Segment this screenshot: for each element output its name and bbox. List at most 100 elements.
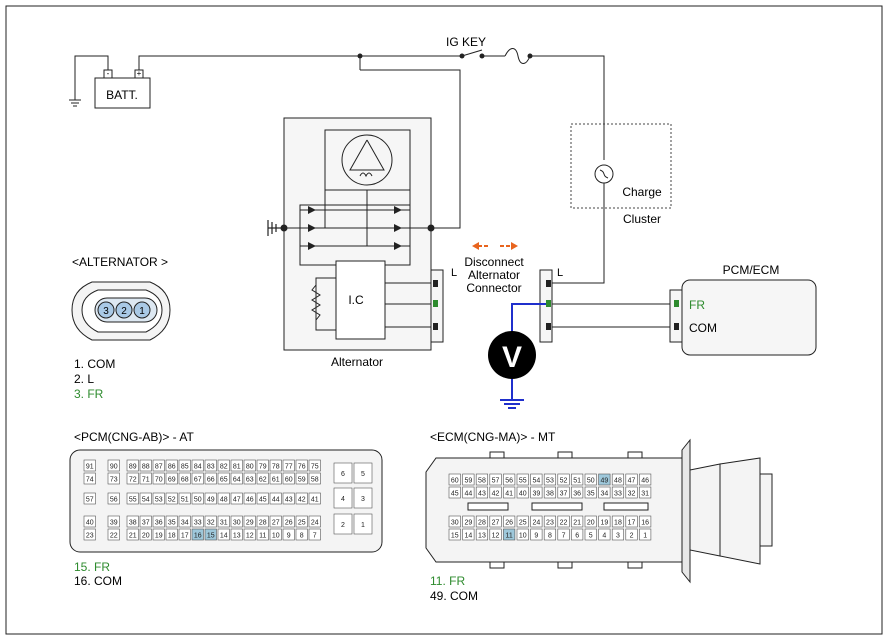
- pcm-pin-cell: [178, 472, 191, 485]
- ecm-pin-cell: [489, 473, 502, 486]
- pcm-pin-label: 60: [285, 477, 293, 484]
- rotor-coil: [359, 172, 373, 178]
- pcm-pin-label: 39: [110, 520, 118, 527]
- battery-body: [94, 77, 151, 109]
- pcm-pin-cell: [152, 515, 165, 528]
- alternator-pin: [133, 301, 151, 319]
- pcm-pin-cell: [282, 472, 295, 485]
- ecm-latch-6: [627, 561, 643, 569]
- pcm-side-pin-label: 6: [341, 471, 345, 478]
- pcm-pin-cell: [107, 515, 120, 528]
- ecm-pin-label: 49: [600, 478, 608, 485]
- pcm-side-pin-cell: [333, 487, 353, 509]
- pcm-pin-label: 64: [233, 477, 241, 484]
- pcm-side-pin-label: 1: [361, 522, 365, 529]
- pcm-pin-cell: [83, 515, 96, 528]
- pcm-pin-label: 46: [246, 497, 254, 504]
- pcm-pin-label: 15: [207, 533, 215, 540]
- disconnect-text-2: Alternator: [468, 268, 520, 282]
- ecm-pin-label: 59: [464, 478, 472, 485]
- pcm-pin-cell: [126, 459, 139, 472]
- pcm-pin-label: 35: [168, 520, 176, 527]
- pcm-pin-cell: [217, 515, 230, 528]
- ecm-pin-cell: [489, 486, 502, 499]
- harness-l-label: L: [557, 267, 563, 279]
- pcm-pin-label: 40: [86, 520, 94, 527]
- ecm-pin-cell: [571, 528, 584, 541]
- ecm-pin-cell: [530, 486, 543, 499]
- ecm-connector-title: <ECM(CNG-MA)> - MT: [430, 430, 556, 444]
- pcm-pin-cell: [165, 515, 178, 528]
- ecm-pin-cell: [611, 473, 625, 486]
- ecm-pin-label: 55: [519, 478, 527, 485]
- voltmeter-label: V: [502, 341, 522, 374]
- pcm-pin-label: 45: [259, 497, 267, 504]
- pcm-pin-cell: [204, 459, 217, 472]
- pcm-pin-cell: [256, 492, 269, 505]
- pcm-pin-cell: [230, 459, 243, 472]
- pcm-pin-cell: [191, 515, 204, 528]
- ecm-pin-cell: [584, 515, 597, 528]
- ecm-pin-cell: [557, 486, 570, 499]
- ecm-latch-1: [489, 451, 505, 459]
- voltmeter: V: [488, 303, 546, 409]
- pcm-pin-cell: [243, 472, 256, 485]
- pcm-pin-cell: [256, 528, 269, 541]
- ecm-pin-cell: [503, 515, 516, 528]
- pcm-pin-cell: [191, 492, 204, 505]
- pcm-pin-cell: [308, 472, 321, 485]
- pcm-pin-label: 8: [300, 533, 304, 540]
- alt-legend-1: 1. COM: [74, 357, 115, 371]
- pcm-pin-label: 74: [86, 477, 94, 484]
- pcm-pin-label: 20: [142, 533, 150, 540]
- pcm-pin-label: 73: [110, 477, 118, 484]
- pcm-side-pin-cell: [353, 462, 373, 484]
- pcm-pin-label: 86: [168, 464, 176, 471]
- pcm-pin-label: 63: [246, 477, 254, 484]
- pcm-pin-label: 41: [311, 497, 319, 504]
- pcm-pin-cell: [217, 459, 230, 472]
- pcm-pin-label: 18: [168, 533, 176, 540]
- top-wiring: [69, 48, 605, 229]
- pcm-pin-cell: [178, 492, 191, 505]
- ecm-pin-cell: [543, 473, 557, 486]
- pcm-pin-cell: [126, 528, 139, 541]
- alternator-ground-icon: [267, 220, 284, 236]
- ecm-pin-cell: [625, 515, 638, 528]
- diode-icon: [308, 206, 316, 214]
- pcm-pin-label: 19: [155, 533, 163, 540]
- pcm-pin-label: 14: [220, 533, 228, 540]
- ecm-pin-cell: [639, 515, 652, 528]
- pcm-pin-label: 80: [246, 464, 254, 471]
- ecm-pin-cell: [598, 528, 611, 541]
- ecm-pin-cell: [543, 515, 557, 528]
- pcm-pin-cell: [165, 472, 178, 485]
- pcm-pin-label: 76: [298, 464, 306, 471]
- ecm-pin-cell: [557, 473, 570, 486]
- pcm-pin-label: 16: [194, 533, 202, 540]
- pcm-pin-cell: [83, 492, 96, 505]
- pcm-pin-label: 9: [287, 533, 291, 540]
- pcm-pin-cell: [191, 459, 204, 472]
- ecm-pin-label: 53: [546, 478, 554, 485]
- ecm-pin-cell: [489, 515, 502, 528]
- ecm-pin-label: 2: [630, 533, 634, 540]
- ecm-pin-cell: [571, 473, 584, 486]
- alternator-b-wire: [360, 69, 461, 229]
- ecm-pin-label: 51: [573, 478, 581, 485]
- pcm-pin-cell: [243, 459, 256, 472]
- ecm-key-1: [467, 502, 509, 511]
- pcm-pin-label: 21: [129, 533, 137, 540]
- pcm-pin-label: 53: [155, 497, 163, 504]
- ig-key-switch: [461, 49, 483, 57]
- ecm-pin-label: 33: [614, 491, 622, 498]
- pcm-pin-cell: [178, 515, 191, 528]
- pcm-pin-label: 62: [259, 477, 267, 484]
- ecm-pin-cell: [448, 515, 461, 528]
- ecm-pin-label: 12: [492, 533, 500, 540]
- pcm-pin-label: 27: [272, 520, 280, 527]
- ecm-pin-cell: [475, 473, 489, 486]
- pcm-pin-cell: [308, 492, 321, 505]
